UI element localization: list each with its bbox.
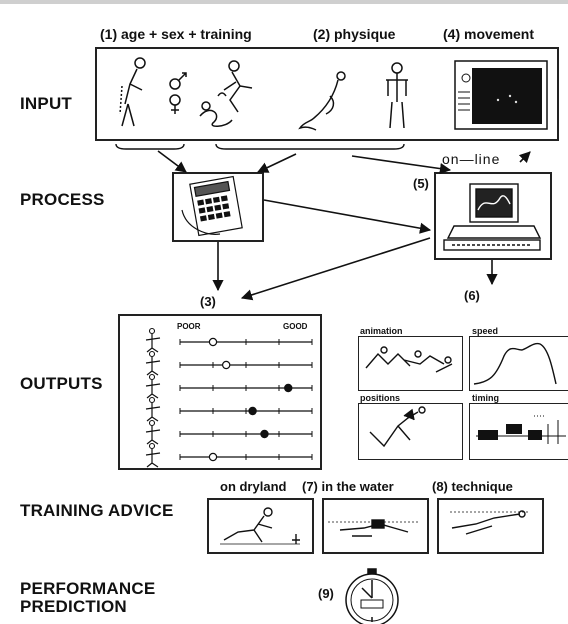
section-training-advice-label: TRAINING ADVICE (20, 501, 174, 520)
stopwatch-icon (345, 568, 399, 624)
training-athletes-icon (199, 60, 253, 127)
rating-row-figure-icon (145, 380, 161, 399)
section-input-label: INPUT (20, 94, 72, 113)
rating-marker (208, 452, 218, 462)
rating-row-figure-icon (145, 334, 161, 353)
rating-row-figure-icon (145, 403, 161, 422)
movement-screen-icon (454, 60, 548, 130)
rating-row-figure-icon (145, 426, 161, 445)
diagram-drawings (115, 57, 566, 624)
caption-movement: (4) movement (443, 26, 535, 42)
arrow-2-to-calc (256, 153, 297, 173)
dryland-panel (207, 498, 314, 554)
rating-row-figure-head (148, 373, 156, 381)
step-6-label: (6) (464, 288, 480, 303)
rating-row-figure-icon (145, 357, 161, 376)
positions-label: positions (360, 393, 400, 403)
technique-swimmer-icon (450, 510, 530, 535)
step-9-label: (9) (318, 586, 334, 601)
diagram: INPUT PROCESS OUTPUTS TRAINING ADVICE PE… (0, 4, 568, 624)
speed-curve (473, 342, 557, 385)
old-person-icon (119, 57, 146, 127)
animation-label: animation (360, 326, 403, 336)
rating-marker (260, 429, 269, 439)
arrow-1-to-calc (157, 150, 187, 173)
speed-label: speed (472, 326, 499, 336)
performance-line-1: PERFORMANCE (20, 579, 156, 598)
technique-label: (8) technique (432, 479, 513, 494)
poor-label: POOR (177, 322, 201, 331)
rating-marker (284, 383, 293, 393)
caption-physique: (2) physique (313, 26, 396, 42)
mermaid-swimmer-icon (298, 71, 346, 131)
input-brackets (115, 143, 405, 150)
online-label: on—line (442, 151, 501, 167)
rating-marker (208, 337, 218, 347)
dryland-exercise-icon (220, 507, 300, 545)
performance-line-2: PREDICTION (20, 597, 127, 616)
physique-figure-icon (386, 62, 408, 129)
animation-swimmers-icon (365, 346, 453, 373)
female-symbol-icon (169, 94, 181, 114)
in-the-water-label: (7) in the water (302, 479, 394, 494)
rating-row-figure-icon (145, 449, 161, 468)
timing-label: timing (472, 393, 499, 403)
ratings-chart (145, 327, 313, 468)
male-symbol-icon (169, 72, 187, 90)
dryland-label: on dryland (220, 479, 287, 494)
positions-swimmer-icon (369, 406, 426, 448)
rating-row-figure-head (148, 419, 156, 427)
section-process-label: PROCESS (20, 190, 105, 209)
timing-bars (476, 415, 566, 444)
step-3-label: (3) (200, 294, 216, 309)
flow-arrows (157, 150, 498, 301)
rating-marker (248, 406, 257, 416)
caption-age-sex-training: (1) age + sex + training (100, 26, 252, 42)
arrow-2-to-online (351, 155, 452, 175)
step-5-label: (5) (413, 176, 429, 191)
rating-row-figure-head (148, 442, 156, 450)
water-swimmer-icon (328, 519, 418, 537)
computer-icon (443, 183, 542, 251)
section-outputs-label: OUTPUTS (20, 374, 103, 393)
rating-row-figure-head (148, 396, 156, 404)
arrow-computer-to-outputs (240, 237, 431, 301)
arrow-movement-to-online (518, 151, 531, 164)
calculator-icon (181, 175, 243, 237)
good-label: GOOD (283, 322, 308, 331)
section-performance-label: PERFORMANCE PREDICTION (20, 580, 155, 616)
arrow-calc-to-computer (263, 199, 432, 234)
rating-marker (221, 360, 231, 370)
rating-row-figure-head (148, 327, 156, 335)
animation-panel (358, 336, 463, 391)
top-border (0, 0, 568, 4)
rating-row-figure-head (148, 350, 156, 358)
